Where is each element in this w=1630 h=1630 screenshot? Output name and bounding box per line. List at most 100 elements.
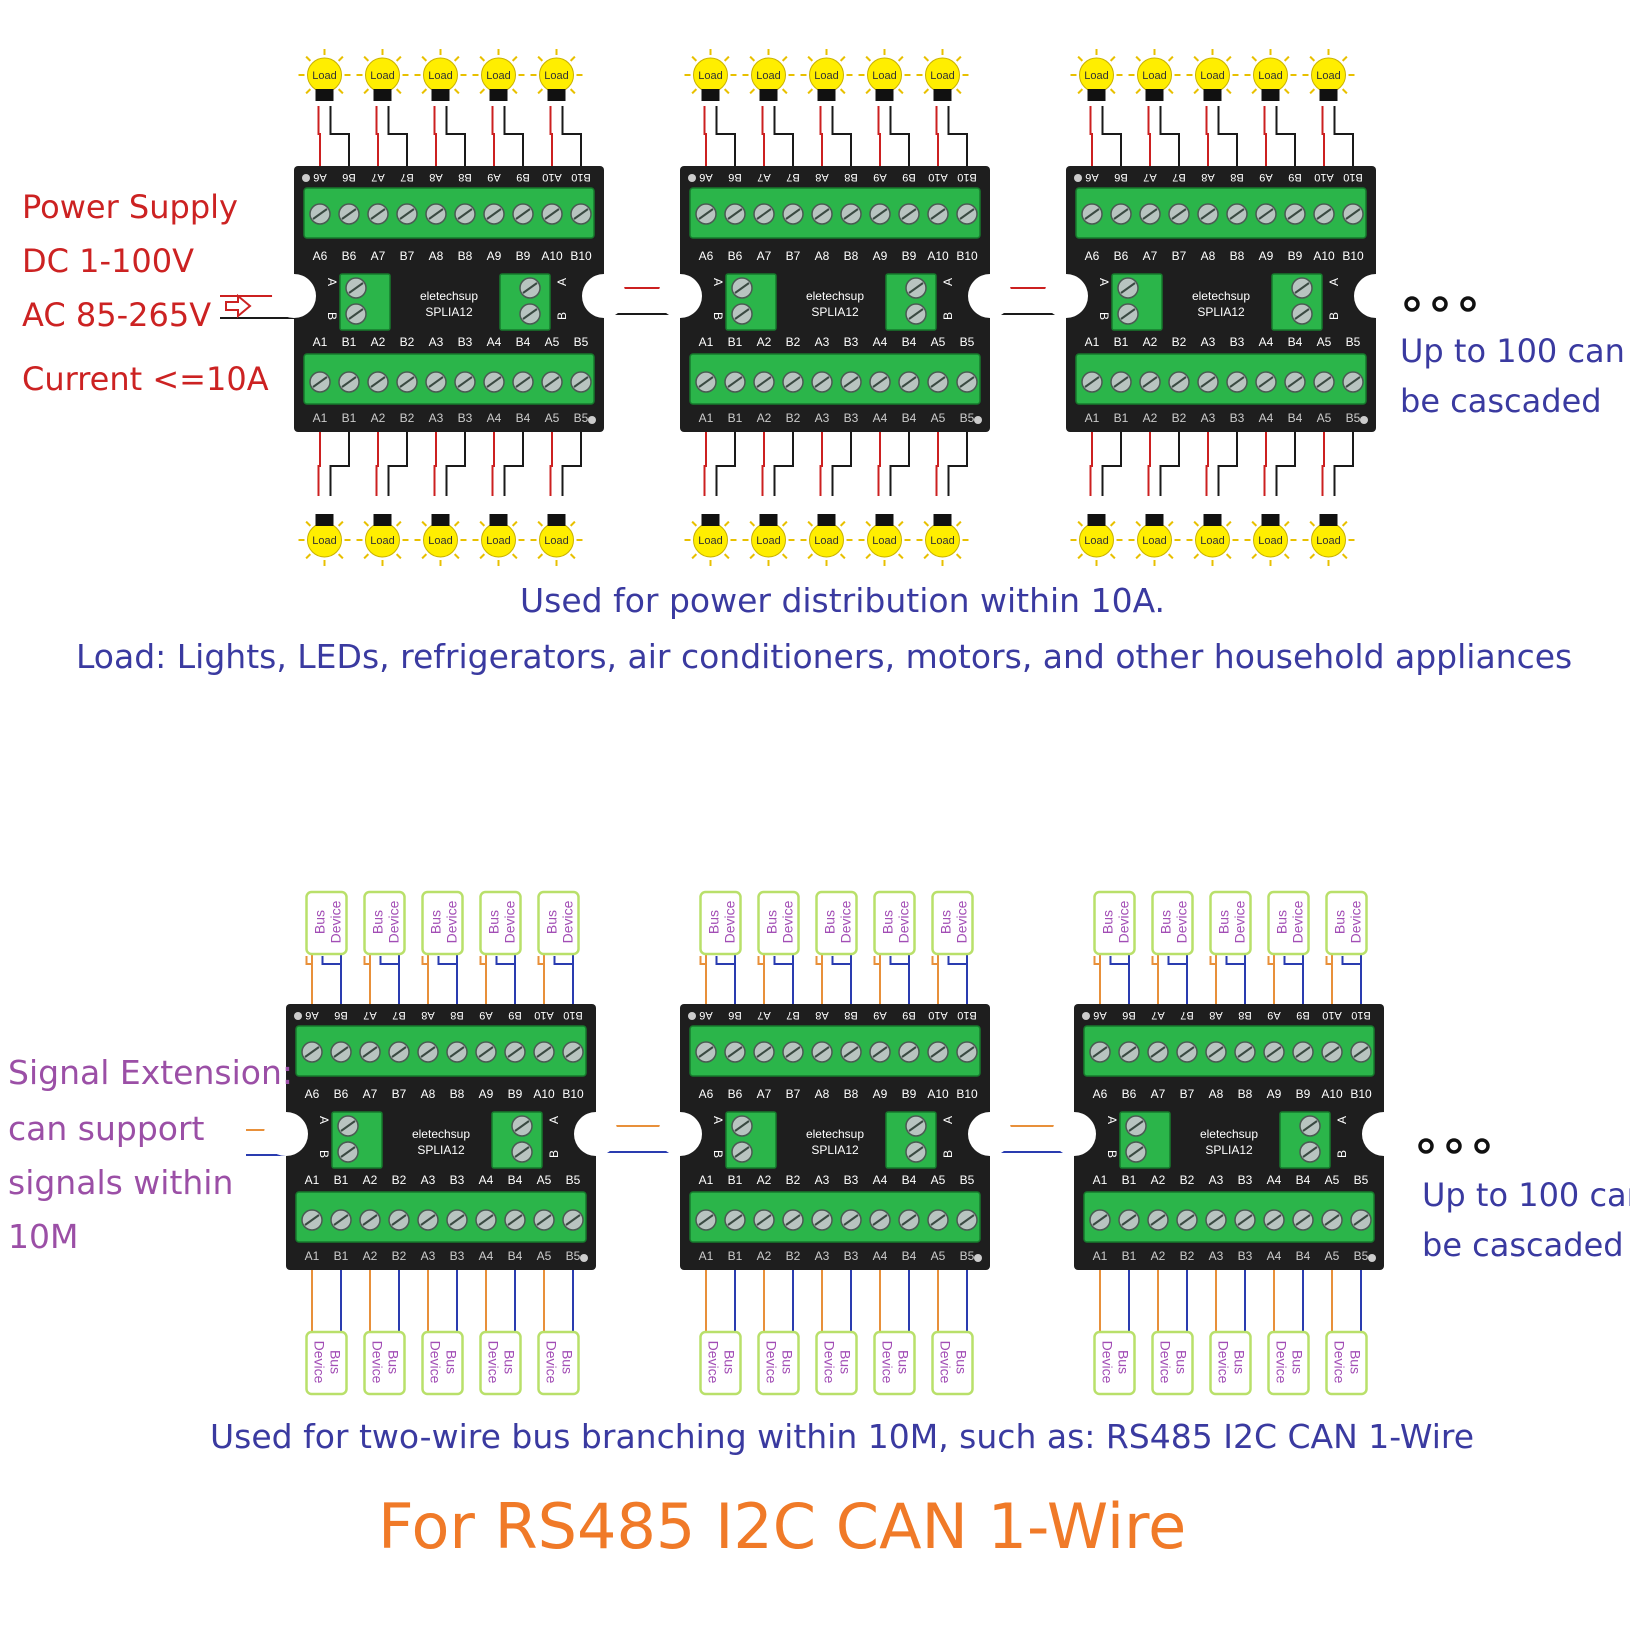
light-ray [1225, 88, 1232, 95]
pin-label-top: A9 [479, 1009, 492, 1021]
side-b-label: B [555, 312, 569, 320]
pin-label-top: B7 [1172, 171, 1185, 183]
screw-slot [908, 308, 924, 320]
load-label: Load [1258, 70, 1282, 82]
pin-label-top: A9 [1267, 1009, 1280, 1021]
pin-label-middle-bottom: B3 [1238, 1173, 1253, 1187]
bus-label: Bus [938, 910, 954, 934]
light-bulb-icon: Load [414, 49, 467, 101]
bus-wire-orange [931, 956, 939, 1026]
light-bulb-icon: Load [1186, 514, 1239, 566]
light-ray [1309, 520, 1316, 527]
device-frame [305, 890, 348, 956]
light-ray [955, 553, 962, 560]
screw-slot [1345, 376, 1361, 388]
bus-label: Bus [1158, 910, 1174, 934]
pin-label-middle-bottom: A3 [815, 335, 830, 349]
light-bulb-icon: Load [1128, 514, 1181, 566]
pin-label-middle-top: A8 [815, 249, 830, 263]
output-connector [499, 273, 551, 331]
side-a-label: A [1105, 1116, 1119, 1124]
bus-wire-orange [873, 956, 881, 1026]
screw-slot [1113, 208, 1129, 220]
light-ray [1167, 520, 1174, 527]
ellipsis-dots-icon [1404, 296, 1476, 312]
bus-label: Bus [1100, 910, 1116, 934]
pin-label-top: B7 [786, 1009, 799, 1021]
bulb-base [1087, 89, 1106, 101]
load-wire-red [1263, 106, 1267, 188]
pin-label-bottom: B3 [458, 411, 473, 425]
pin-label-middle-bottom: A1 [1093, 1173, 1108, 1187]
output-connector [491, 1111, 543, 1169]
screw-slot [1295, 1214, 1311, 1226]
bus-label: Bus [896, 1350, 912, 1374]
pin-label-middle-top: A9 [873, 249, 888, 263]
pin-label-top: A9 [873, 171, 886, 183]
screw-slot [362, 1214, 378, 1226]
dot [1418, 1138, 1434, 1154]
device-label: Device [544, 1341, 560, 1384]
light-ray [1077, 55, 1084, 62]
light-bulb-icon: Load [916, 49, 969, 101]
device-label: Device [822, 1341, 838, 1384]
pin-label-middle-top: B10 [570, 249, 592, 263]
screw-slot [959, 1214, 975, 1226]
light-ray [1077, 88, 1084, 95]
pin-label-middle-top: A7 [1151, 1087, 1166, 1101]
pin-label-top: A9 [1259, 171, 1272, 183]
device-frame [931, 1330, 974, 1396]
arrow-right-icon [225, 293, 252, 319]
load-wire-red [703, 106, 707, 188]
screw-slot [341, 208, 357, 220]
light-ray [305, 553, 312, 560]
load-label: Load [698, 535, 722, 547]
pin-label-middle-bottom: A4 [479, 1173, 494, 1187]
light-ray [569, 55, 576, 62]
light-ray [923, 55, 930, 62]
light-ray [363, 88, 370, 95]
load-wire-black [1159, 106, 1180, 188]
pin-label-middle-bottom: B1 [1114, 335, 1129, 349]
light-ray [923, 520, 930, 527]
corner-hole [1074, 174, 1082, 182]
screw-slot [348, 308, 364, 320]
screw-slot [1302, 1146, 1318, 1158]
screw-slot [901, 1214, 917, 1226]
screw-slot [785, 1214, 801, 1226]
light-ray [337, 55, 344, 62]
pin-label-middle-top: B7 [392, 1087, 407, 1101]
device-frame [931, 890, 974, 956]
pin-label-middle-top: A10 [541, 249, 563, 263]
pin-label-middle-top: A9 [1267, 1087, 1282, 1101]
light-ray [1283, 520, 1290, 527]
pin-label-bottom: A3 [1209, 1249, 1224, 1263]
pin-label-top: B9 [902, 171, 915, 183]
pin-label-middle-bottom: A1 [313, 335, 328, 349]
light-ray [1251, 55, 1258, 62]
light-ray [337, 520, 344, 527]
screw-slot [457, 208, 473, 220]
load-label: Load [544, 70, 568, 82]
load-wire-red [1089, 106, 1093, 188]
screw-slot [391, 1214, 407, 1226]
bus-wire-blue [553, 956, 574, 1026]
dot [1474, 1138, 1490, 1154]
light-ray [807, 88, 814, 95]
light-bulb-icon: Load [1302, 49, 1355, 101]
bus-label: Bus [764, 910, 780, 934]
pin-label-top: B9 [902, 1009, 915, 1021]
pin-label-middle-top: A6 [699, 249, 714, 263]
light-ray [807, 520, 814, 527]
mounting-notch-right [574, 1112, 618, 1156]
light-ray [1309, 88, 1316, 95]
pin-label-middle-bottom: B5 [960, 1173, 975, 1187]
bulb-base [315, 514, 334, 526]
load-wire-black [947, 106, 968, 188]
light-ray [511, 88, 518, 95]
